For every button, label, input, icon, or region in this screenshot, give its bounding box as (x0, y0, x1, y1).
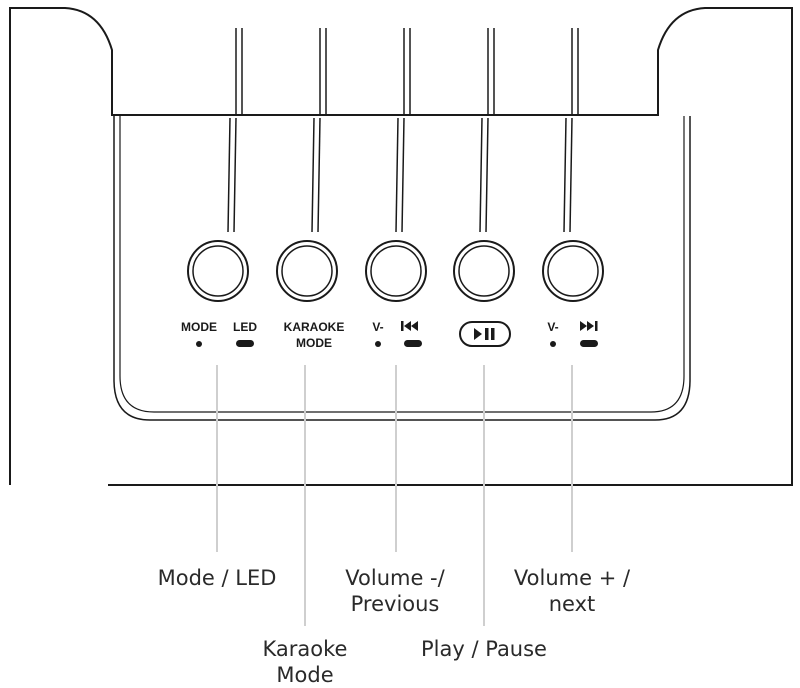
button-volume-down-previous[interactable] (365, 240, 427, 302)
label-karaoke-line2: MODE (296, 336, 332, 350)
callout-karaoke-mode: Karaoke Mode (262, 637, 348, 687)
label-mode: MODE (181, 320, 217, 334)
next-bar-icon (580, 340, 598, 347)
leader-lines (216, 365, 573, 626)
label-volume-up: V- (547, 320, 558, 334)
button-play-pause[interactable] (453, 240, 515, 302)
led-bar-icon (236, 340, 254, 347)
next-track-icon (580, 321, 598, 331)
callout-play-pause: Play / Pause (421, 637, 547, 661)
button-mode-led[interactable] (187, 240, 249, 302)
button-stems (227, 117, 573, 233)
speaker-body-outline (9, 7, 793, 486)
label-led: LED (233, 320, 257, 334)
callout-mode-led: Mode / LED (157, 566, 277, 590)
button-volume-up-next[interactable] (542, 240, 604, 302)
previous-bar-icon (404, 340, 422, 347)
volume-down-dot-icon (375, 341, 381, 347)
callout-volume-up-next: Volume + / next (513, 566, 631, 616)
inner-panel-outline (113, 116, 691, 421)
button-karaoke-mode[interactable] (276, 240, 338, 302)
volume-up-dot-icon (550, 341, 556, 347)
previous-track-icon (401, 321, 418, 331)
mode-dot-icon (196, 341, 202, 347)
play-pause-icon (459, 321, 511, 347)
label-volume-down: V- (372, 320, 383, 334)
inner-panel-outline-2 (119, 116, 685, 413)
callout-volume-down-previous: Volume -/ Previous (345, 566, 445, 616)
label-karaoke-line1: KARAOKE (284, 320, 345, 334)
grooves (235, 28, 579, 116)
